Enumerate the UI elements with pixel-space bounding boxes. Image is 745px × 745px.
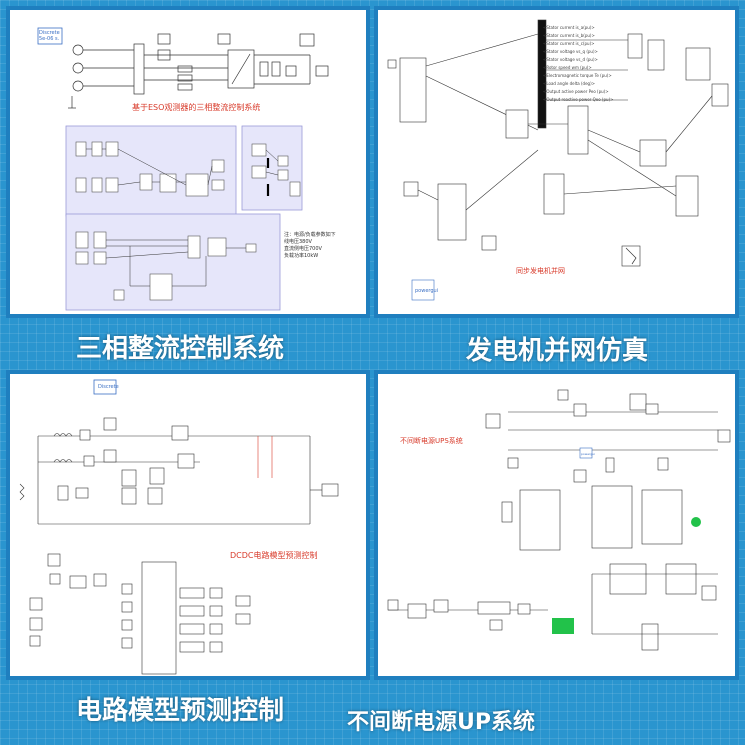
signal-label: <Output active power Peo (pu)> (543, 89, 609, 94)
rectifier-model-title: 基于ESO观测器的三相整流控制系统 (132, 103, 261, 112)
panel-ups[interactable]: 不间断电源UPS系统 powergui (374, 370, 739, 680)
generator-model-title: 同步发电机并网 (516, 267, 565, 275)
signal-label: <Stator voltage vs_d (pu)> (543, 57, 598, 62)
rectifier-param-note: 注：电源/负载参数如下 线电压380V 直流侧电压700V 负载功率10kW (284, 232, 336, 259)
signal-label: <Rotor speed wm (pu)> (543, 65, 592, 70)
ups-diagram (387, 389, 731, 651)
panel-generator[interactable]: <Stator current is_a(pu)> <Stator curren… (374, 6, 739, 318)
caption-ups: 不间断电源UP系统 (347, 710, 535, 735)
signal-label: <Output reactive power Qeo (pu)> (543, 97, 614, 102)
caption-dcdc: 电路模型预测控制 (76, 696, 285, 726)
signal-label: <Stator current is_b(pu)> (543, 33, 595, 38)
panel-rectifier[interactable]: Discrete 5e-06 s. 基于ESO观测器的三相整流控制系统 注：电源… (6, 6, 370, 318)
dcdc-diagram (19, 379, 339, 675)
discrete-label: Discrete 5e-06 s. (39, 30, 60, 42)
panel-dcdc[interactable]: Discrete DCDC电路模型预测控制 (6, 370, 370, 680)
caption-generator: 发电机并网仿真 (466, 336, 649, 366)
signal-label: <Load angle delta (deg)> (543, 81, 596, 86)
signal-label: <Stator current is_a(pu)> (543, 25, 595, 30)
signal-label: <Electromagnetic torque Te (pu)> (543, 73, 612, 78)
powergui-badge: powergui (581, 452, 595, 456)
signal-label: <Stator current is_c(pu)> (543, 41, 595, 46)
powergui-badge: powergui (415, 288, 439, 294)
ups-model-title: 不间断电源UPS系统 (400, 437, 463, 445)
generator-diagram (387, 19, 729, 301)
dcdc-model-title: DCDC电路模型预测控制 (230, 551, 318, 560)
rectifier-diagram (37, 27, 329, 311)
signal-label: <Stator voltage vs_q (pu)> (543, 49, 598, 54)
generator-signal-list: <Stator current is_a(pu)> <Stator curren… (543, 24, 613, 104)
discrete-label: Discrete (98, 384, 119, 390)
caption-rectifier: 三相整流控制系统 (76, 334, 285, 364)
